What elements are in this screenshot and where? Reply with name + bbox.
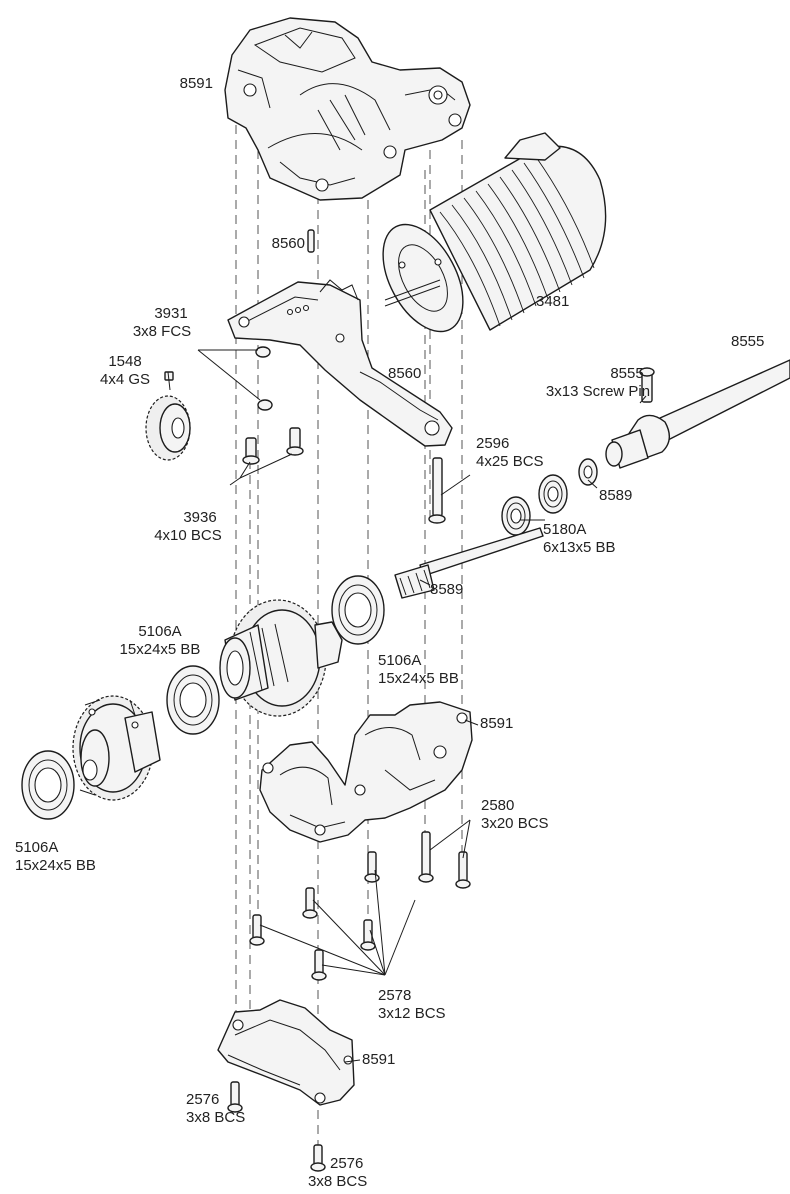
callout-c12-spec: 6x13x5 BB — [543, 539, 616, 556]
callout-c19-number: 2578 — [378, 987, 411, 1004]
callout-c10-number: 8589 — [599, 487, 632, 504]
leader-lines — [167, 349, 647, 1063]
callout-c04-number: 8555 — [731, 333, 764, 350]
pinion-gear-1548 — [145, 371, 191, 461]
callout-c06-spec: 4x4 GS — [100, 371, 150, 388]
input-shaft-8589 — [394, 527, 544, 599]
bearing-5106A-lower — [21, 750, 75, 820]
callout-c11-spec: 4x10 BCS — [154, 527, 222, 544]
driveshaft-8555 — [605, 359, 790, 469]
screw-2596 — [428, 457, 446, 524]
callout-c05-number: 3931 — [154, 305, 187, 322]
screws-2580 — [418, 831, 471, 889]
callout-c18-number: 5106A — [15, 839, 58, 856]
bearing-5106A-middle — [166, 665, 220, 735]
callout-c15-spec: 15x24x5 BB — [378, 670, 459, 687]
callout-c14-number: 5106A — [138, 623, 181, 640]
callout-c11-number: 3936 — [183, 509, 216, 526]
callout-c19-spec: 3x12 BCS — [378, 1005, 446, 1022]
callout-c17-number: 2580 — [481, 797, 514, 814]
callout-c08-spec: 3x13 Screw Pin — [546, 383, 650, 400]
callout-c21-number: 2576 — [186, 1091, 219, 1108]
callout-c22-number: 2576 — [330, 1155, 363, 1172]
pin-8560 — [307, 229, 315, 253]
screws-2578 — [249, 851, 380, 981]
callout-c05-spec: 3x8 FCS — [133, 323, 191, 340]
callout-labels: 8591 8560 3481 8555 3931 3x8 FCS 1548 4x… — [15, 75, 764, 1190]
bearing-5180A-b — [501, 496, 531, 536]
motor-mount-plate — [227, 279, 453, 447]
callout-c08-number: 8555 — [610, 365, 643, 382]
spur-gear-differential — [219, 599, 343, 717]
screws-2576 — [227, 1081, 326, 1172]
callout-c02-number: 8560 — [272, 235, 305, 252]
motor-3481 — [382, 132, 607, 333]
callout-c20-number: 8591 — [362, 1051, 395, 1068]
screws-3936 — [242, 427, 304, 465]
callout-c09-spec: 4x25 BCS — [476, 453, 544, 470]
callout-c07-number: 8560 — [388, 365, 421, 382]
callout-c16-number: 8591 — [480, 715, 513, 732]
callout-c15-number: 5106A — [378, 652, 421, 669]
bottom-skid-plate — [217, 999, 355, 1106]
screws-3931 — [255, 346, 273, 411]
callout-c13-number: 8589 — [430, 581, 463, 598]
callout-c18-spec: 15x24x5 BB — [15, 857, 96, 874]
top-gear-cover — [224, 17, 471, 201]
lower-gearcase — [259, 701, 473, 843]
callout-c21-spec: 3x8 BCS — [186, 1109, 245, 1126]
callout-c03-number: 3481 — [536, 293, 569, 310]
callout-c12-number: 5180A — [543, 521, 586, 538]
bearing-5106A-upper — [331, 575, 385, 645]
callout-c06-number: 1548 — [108, 353, 141, 370]
bearing-5180A-a — [538, 474, 568, 514]
callout-c01-number: 8591 — [180, 75, 213, 92]
callout-c22-spec: 3x8 BCS — [308, 1173, 367, 1190]
callout-c09-number: 2596 — [476, 435, 509, 452]
slipper-clutch-assembly — [72, 695, 161, 801]
callout-c17-spec: 3x20 BCS — [481, 815, 549, 832]
callout-c14-spec: 15x24x5 BB — [120, 641, 201, 658]
bearing-8589-ring — [578, 458, 598, 486]
